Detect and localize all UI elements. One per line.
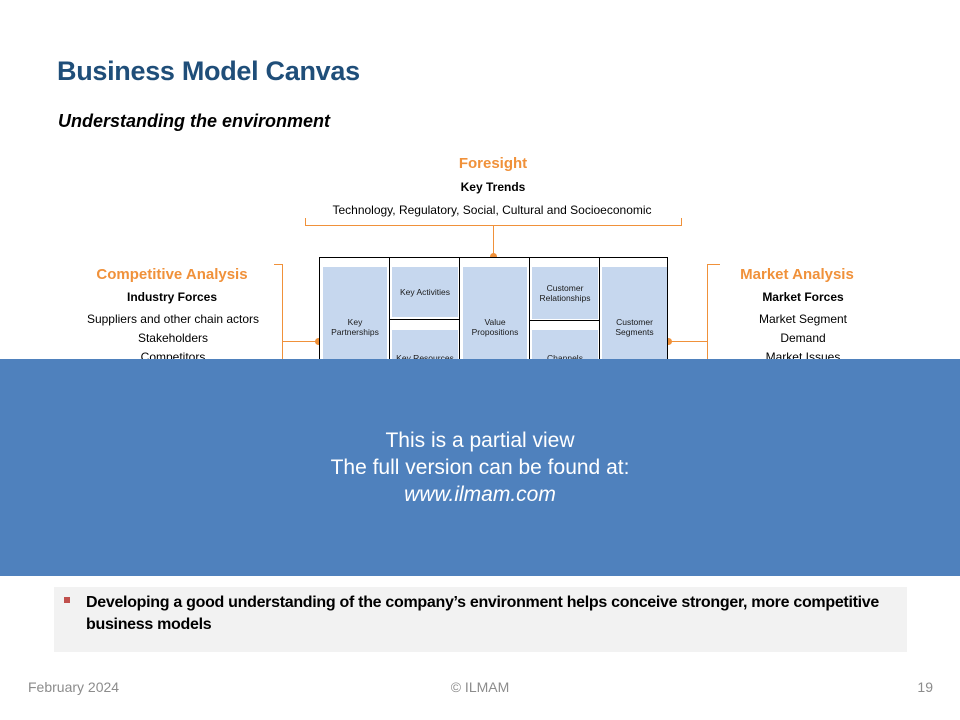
market-heading: Market Analysis xyxy=(740,266,854,283)
canvas-key-activities: Key Activities xyxy=(392,267,458,317)
canvas-divider xyxy=(390,319,460,320)
canvas-column-partnerships xyxy=(320,258,390,386)
competitive-item: Suppliers and other chain actors xyxy=(86,312,260,326)
market-item: Demand xyxy=(780,331,826,345)
footer-page-number: 19 xyxy=(917,679,933,695)
competitive-bracket xyxy=(274,264,283,359)
foresight-text: Technology, Regulatory, Social, Cultural… xyxy=(332,203,652,217)
competitive-heading: Competitive Analysis xyxy=(96,266,248,283)
competitive-item: Stakeholders xyxy=(137,331,209,345)
partial-view-overlay: This is a partial view The full version … xyxy=(0,359,960,576)
canvas-divider xyxy=(530,320,600,321)
foresight-connector xyxy=(493,226,494,257)
foresight-subheading: Key Trends xyxy=(460,180,526,194)
market-connector-dot xyxy=(665,338,672,345)
canvas-column-activities xyxy=(390,258,460,386)
competitive-connector-dot xyxy=(315,338,322,345)
market-bracket xyxy=(707,264,720,359)
canvas-customer-relationships: Customer Relationships xyxy=(532,267,598,319)
competitive-connector xyxy=(283,341,319,342)
footer-copyright: © ILMAM xyxy=(450,679,510,695)
market-item: Market Segment xyxy=(758,312,848,326)
competitive-subheading: Industry Forces xyxy=(126,290,218,304)
canvas-column-value xyxy=(460,258,530,386)
overlay-line-1: This is a partial view xyxy=(385,429,575,452)
slide-subtitle: Understanding the environment xyxy=(58,111,331,131)
key-takeaway-text: Developing a good understanding of the c… xyxy=(86,594,879,633)
key-takeaway-box xyxy=(54,587,907,652)
canvas-column-relationships xyxy=(530,258,600,386)
foresight-bracket xyxy=(305,218,682,226)
market-subheading: Market Forces xyxy=(762,290,844,304)
market-connector xyxy=(668,341,707,342)
foresight-heading: Foresight xyxy=(458,155,528,172)
overlay-url: www.ilmam.com xyxy=(404,483,556,506)
footer-date: February 2024 xyxy=(28,679,120,695)
overlay-line-2: The full version can be found at: xyxy=(330,456,630,479)
slide-title: Business Model Canvas xyxy=(57,56,360,86)
foresight-connector-dot xyxy=(490,253,497,260)
bullet-icon xyxy=(64,597,70,603)
